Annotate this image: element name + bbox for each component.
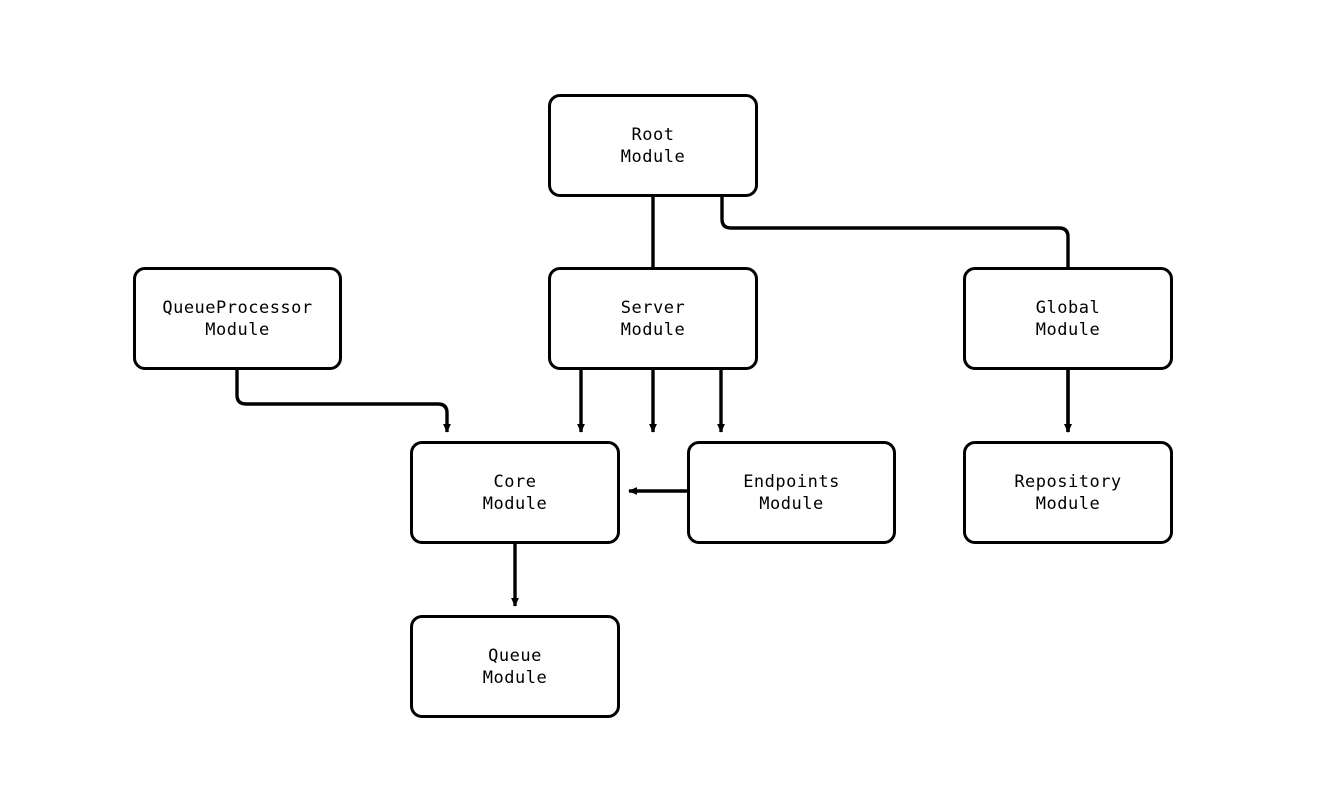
- node-label-line1: Endpoints: [743, 471, 840, 492]
- node-label-line1: Server: [620, 297, 686, 318]
- node-label-line1: Repository: [1014, 471, 1122, 492]
- node-global-module[interactable]: Global Module: [963, 267, 1173, 370]
- node-label-line2: Module: [482, 667, 548, 688]
- node-endpoints-module[interactable]: Endpoints Module: [687, 441, 896, 544]
- edge-root-global: [720, 197, 1072, 433]
- node-label-line1: Queue: [488, 645, 542, 666]
- node-core-module[interactable]: Core Module: [410, 441, 620, 544]
- node-root-module[interactable]: Root Module: [548, 94, 758, 197]
- node-label-line2: Module: [1035, 493, 1101, 514]
- node-queueprocessor-module[interactable]: QueueProcessor Module: [133, 267, 342, 370]
- node-label-line1: Root: [631, 124, 675, 145]
- edge-queueprocessor-core: [235, 370, 451, 433]
- node-label-line2: Module: [482, 493, 548, 514]
- node-label-line2: Module: [759, 493, 824, 514]
- node-label-line2: Module: [620, 319, 686, 340]
- node-label-line1: Global: [1035, 297, 1101, 318]
- node-label-line1: Core: [493, 471, 537, 492]
- node-label-line2: Module: [205, 319, 270, 340]
- node-queue-module[interactable]: Queue Module: [410, 615, 620, 718]
- node-label-line2: Module: [1035, 319, 1101, 340]
- node-label-line1: QueueProcessor: [162, 297, 313, 318]
- node-repository-module[interactable]: Repository Module: [963, 441, 1173, 544]
- node-server-module[interactable]: Server Module: [548, 267, 758, 370]
- node-label-line2: Module: [620, 146, 686, 167]
